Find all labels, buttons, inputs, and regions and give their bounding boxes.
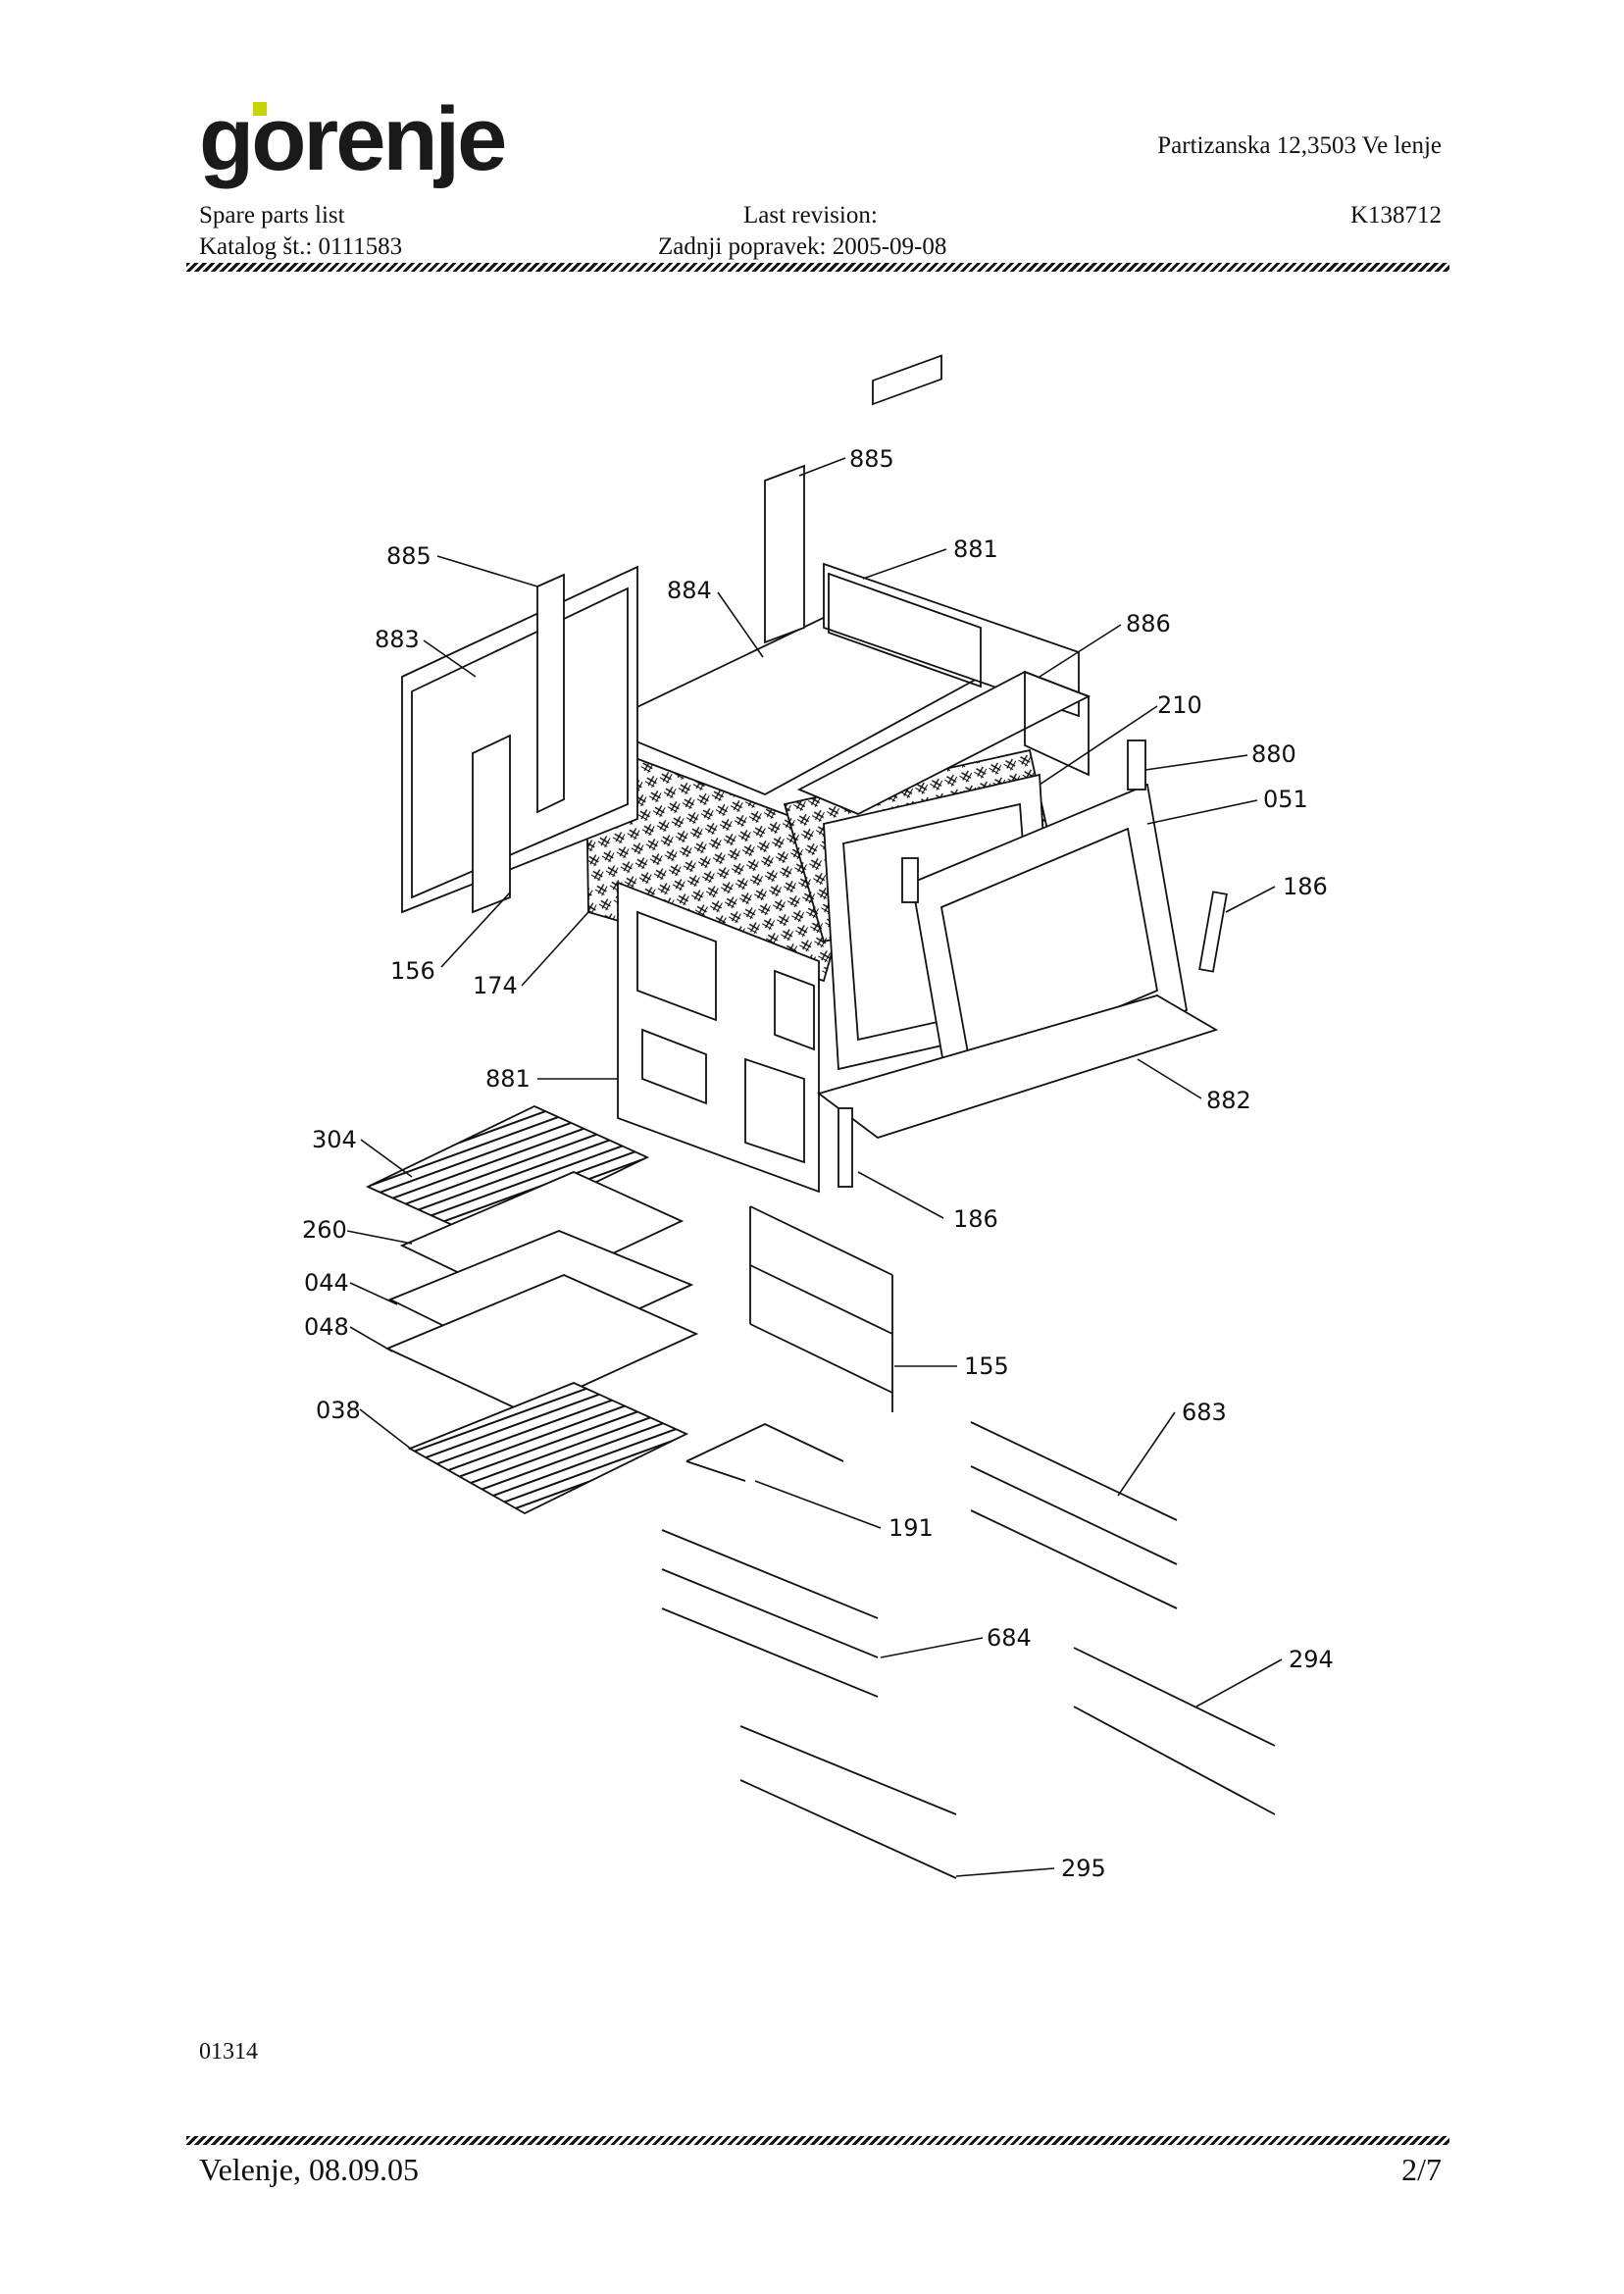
leader-lines	[346, 457, 1283, 1877]
callout-044: 044	[304, 1269, 349, 1297]
side-frame-885-left	[536, 573, 565, 814]
wire-rack-304	[365, 1105, 650, 1239]
callout-884: 884	[667, 577, 712, 604]
model-number: K138712	[1349, 202, 1442, 229]
brand-logo: gorenje	[199, 89, 507, 189]
callout-880: 880	[1251, 740, 1296, 768]
side-panel-156	[472, 734, 511, 914]
callout-260: 260	[302, 1216, 347, 1244]
callout-886: 886	[1126, 610, 1171, 637]
callout-295: 295	[1061, 1855, 1106, 1882]
catalog-number: Katalog št.: 0111583	[199, 233, 403, 260]
top-rail-886	[796, 670, 1091, 815]
header-rule	[186, 263, 1449, 272]
callout-048: 048	[304, 1313, 349, 1341]
rack-support-191	[685, 1423, 844, 1482]
grill-rack-038	[407, 1382, 689, 1515]
callout-294: 294	[1289, 1646, 1334, 1673]
telescopic-rails-294	[1073, 1647, 1276, 1815]
baking-tray-048	[384, 1274, 699, 1413]
callout-038: 038	[316, 1397, 361, 1424]
place-date: Velenje, 08.09.05	[199, 2152, 419, 2187]
side-rails-155	[749, 1205, 893, 1412]
logo-accent-mark	[253, 102, 267, 116]
bottom-panel-882	[817, 994, 1219, 1139]
callout-684: 684	[987, 1624, 1032, 1652]
callout-191: 191	[888, 1514, 934, 1542]
front-panel-881	[617, 881, 820, 1194]
callout-186-right: 186	[1283, 873, 1328, 900]
callout-881-rear: 881	[953, 535, 998, 563]
last-revision-date: Zadnji popravek: 2005-09-08	[658, 233, 947, 260]
page-number: 2/7	[1401, 2152, 1442, 2187]
callout-156: 156	[390, 957, 435, 985]
callout-051: 051	[1263, 786, 1308, 813]
hinge-brackets	[837, 739, 1228, 1188]
callout-304: 304	[312, 1126, 357, 1153]
document-type: Spare parts list	[199, 202, 345, 229]
oven-back-panel	[828, 572, 982, 688]
callout-210: 210	[1157, 691, 1202, 719]
callout-885-top: 885	[849, 445, 894, 473]
callout-883: 883	[375, 626, 420, 653]
telescopic-rails-684	[661, 1529, 879, 1698]
side-frame-885-rear	[764, 464, 805, 644]
callout-881-front: 881	[485, 1065, 531, 1093]
callout-186-front: 186	[953, 1205, 998, 1233]
callout-683: 683	[1182, 1399, 1227, 1426]
telescopic-rails-683	[970, 1421, 1178, 1609]
company-address: Partizanska 12,3503 Ve lenje	[1157, 132, 1442, 159]
last-revision-label: Last revision:	[743, 202, 878, 229]
callout-174: 174	[473, 972, 518, 999]
footer-rule	[186, 2136, 1449, 2145]
telescopic-rails-295	[739, 1725, 957, 1879]
callout-155: 155	[964, 1352, 1009, 1380]
callout-885-left: 885	[386, 542, 431, 570]
callout-882: 882	[1206, 1087, 1251, 1114]
diagram-code: 01314	[199, 2039, 258, 2065]
callout-labels: 885 885 881 884 883 886 210 880 051 186 …	[302, 445, 1334, 1882]
